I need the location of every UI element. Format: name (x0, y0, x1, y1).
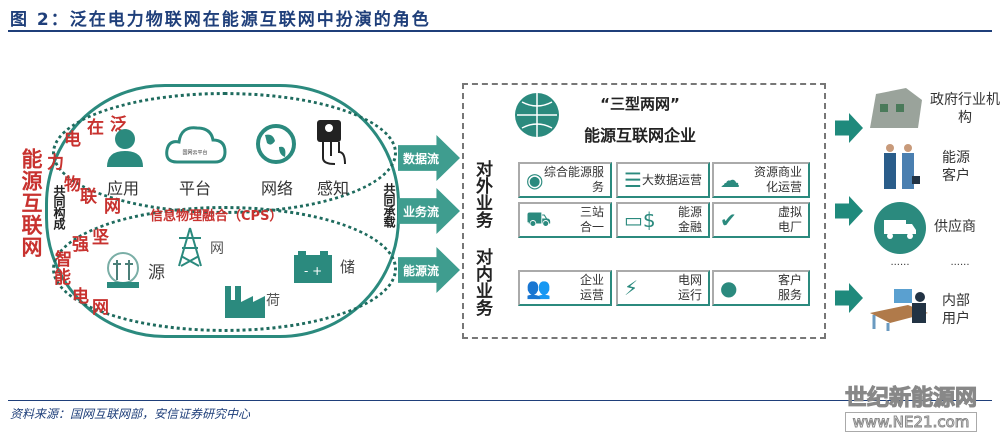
grid-label: 网 (210, 241, 224, 257)
factory-icon (225, 286, 265, 318)
iot-char: 在 (87, 118, 104, 138)
svg-text:- +: - + (304, 264, 322, 278)
user-government: 政府行业机构 (930, 92, 1000, 126)
arrow-right-icon (835, 196, 863, 226)
card-dollar-icon: ▭$ (624, 208, 656, 232)
energy-flow-arrow: 能源流 (398, 247, 460, 293)
source-note: 资料来源：国网互联网部，安信证券研究中心 (10, 407, 251, 421)
cloud-icon: 国网云平台 (165, 126, 227, 164)
grid-char: 能 (54, 268, 71, 288)
iot-char: 力 (47, 153, 64, 173)
card-enterprise-ops: 👥企业运营 (518, 270, 612, 306)
watermark: 世纪新能源网 www.NE21.com (844, 386, 978, 432)
layer-application: 应用 (106, 179, 140, 198)
grid-char: 电 (72, 287, 89, 307)
card-virtual-plant: ✔虚拟电厂 (712, 202, 810, 238)
figure-title: 图 2：泛在电力物联网在能源互联网中扮演的角色 (10, 10, 431, 30)
ellipsis: ...... (890, 257, 910, 268)
data-flow-arrow: 数据流 (398, 135, 460, 181)
arrow-right-icon (835, 283, 863, 313)
card-big-data: ☰大数据运营 (616, 162, 710, 198)
handshake-people-icon (884, 144, 920, 189)
grid-char: 强 (72, 235, 89, 255)
arrow-right-icon (835, 113, 863, 143)
cloud-refresh-icon: ☁ (720, 168, 740, 192)
load-label: 荷 (266, 293, 280, 309)
server-icon: ☰ (624, 168, 642, 192)
grid-char: 网 (92, 298, 109, 318)
enterprise-title-1: “三型两网” (600, 95, 680, 113)
shield-check-icon: ✔ (720, 208, 737, 232)
footer-divider (8, 400, 992, 401)
card-energy-finance: ▭$能源金融 (616, 202, 710, 238)
iot-char: 网 (104, 197, 121, 217)
card-grid-operation: ⚡电网运行 (616, 270, 710, 306)
card-customer-service: ●客户服务 (712, 270, 810, 306)
headset-person-icon (107, 129, 143, 167)
customer-service-icon: ● (720, 276, 738, 300)
battery-icon: - + (294, 251, 332, 283)
wind-turbine-icon (107, 252, 139, 288)
sgcc-logo-icon (515, 93, 559, 137)
business-flow-arrow: 业务流 (398, 188, 460, 234)
jointly-carry-label: 共同承载 (382, 183, 396, 227)
smart-grid-ellipse (52, 206, 397, 332)
enterprise-title-2: 能源互联网企业 (583, 126, 696, 145)
grid-char: 坚 (92, 228, 109, 248)
jointly-form-label: 共同构成 (52, 185, 66, 229)
grid-char: 智 (55, 250, 72, 270)
cloud-platform-label: 国网云平台 (182, 149, 207, 156)
layer-perception: 感知 (316, 179, 350, 198)
government-building-icon (870, 88, 922, 128)
ellipsis: ...... (950, 257, 970, 268)
truck-icon: ⛟ (526, 206, 552, 231)
iot-char: 电 (64, 130, 81, 150)
tower-icon: ⚡ (624, 276, 639, 300)
delivery-truck-icon (874, 202, 926, 254)
energy-service-icon: ◉ (526, 168, 544, 192)
storage-label: 储 (340, 258, 356, 276)
card-three-stations: ⛟三站合一 (518, 202, 612, 238)
source-label: 源 (148, 263, 165, 283)
iot-char: 联 (80, 187, 97, 207)
enterprise-box (462, 83, 826, 339)
globe-icon (256, 124, 296, 164)
cps-label: 信息物理融合（CPS） (150, 209, 283, 224)
card-resource-commercial: ☁资源商业化运营 (712, 162, 810, 198)
user-energy-customer: 能源客户 (942, 150, 970, 184)
transmission-tower-icon (178, 227, 202, 267)
office-worker-icon (870, 289, 928, 331)
user-supplier: 供应商 (934, 219, 976, 235)
people-icon: 👥 (526, 276, 551, 300)
internal-business-label: 对内业务 (472, 248, 492, 316)
title-divider (8, 30, 992, 32)
energy-internet-label: 能源互联网 (19, 148, 43, 258)
layer-platform: 平台 (178, 179, 212, 198)
iot-char: 物 (64, 175, 81, 195)
user-internal: 内部用户 (942, 293, 970, 327)
sensor-device-icon (317, 120, 346, 165)
card-integrated-energy: ◉综合能源服务 (518, 162, 612, 198)
layer-network: 网络 (260, 179, 294, 198)
external-business-label: 对外业务 (472, 160, 492, 228)
